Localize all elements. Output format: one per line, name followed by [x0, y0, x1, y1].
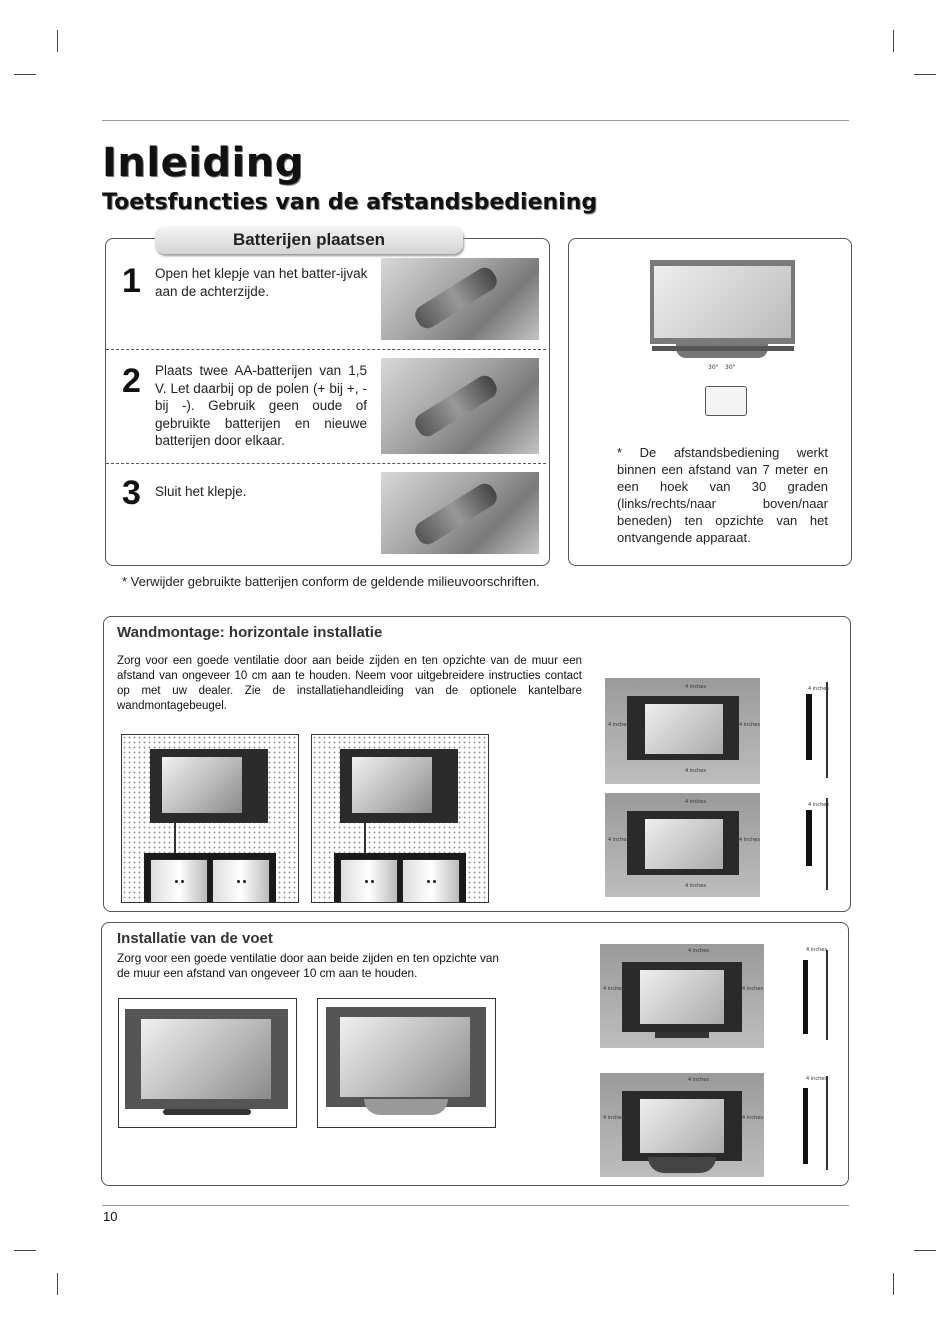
angle-right-label: 30° — [725, 364, 736, 371]
battery-photo-close — [381, 472, 539, 554]
battery-tab-label: Batterijen plaatsen — [155, 226, 463, 254]
stand-clearance-diagram-1: 4 inches 4 inches 4 inches — [600, 944, 764, 1048]
clearance-label-bottom: 4 inches — [685, 883, 706, 889]
battery-photo-insert — [381, 358, 539, 454]
top-rule — [102, 120, 849, 121]
wall-line — [826, 1076, 828, 1170]
step-divider — [106, 349, 546, 350]
page-subtitle: Toetsfuncties van de afstandsbediening — [102, 190, 598, 215]
bottom-rule — [102, 1205, 849, 1206]
battery-photo-open — [381, 258, 539, 340]
crop-mark — [914, 1250, 936, 1251]
stand-clearance-diagram-2: 4 inches 4 inches 4 inches — [600, 1073, 764, 1177]
wall-mount-scene-2 — [311, 734, 489, 903]
crop-mark — [14, 1250, 36, 1251]
clearance-label-left: 4 inches — [603, 1115, 624, 1121]
wall-line — [826, 798, 828, 890]
page-number: 10 — [103, 1209, 118, 1224]
wall-mount-scene-1 — [121, 734, 299, 903]
clearance-label-right: 4 inches — [742, 1115, 763, 1121]
stand-side-view-1 — [803, 960, 808, 1034]
clearance-label-top: 4 inches — [688, 1077, 709, 1083]
clearance-label-left: 4 inches — [608, 837, 629, 843]
crop-mark — [893, 1273, 894, 1295]
stand-title: Installatie van de voet — [117, 930, 273, 947]
stand-text: Zorg voor een goede ventilatie door aan … — [117, 951, 499, 980]
clearance-label-left: 4 inches — [603, 986, 624, 992]
side-clearance-label: 4 inches — [808, 686, 829, 692]
wall-mount-text: Zorg voor een goede ventilatie door aan … — [117, 655, 582, 712]
crop-mark — [57, 1273, 58, 1295]
step-divider — [106, 463, 546, 464]
step-text: Sluit het klepje. — [155, 484, 247, 499]
clearance-label-bottom: 4 inches — [685, 768, 706, 774]
step-text: Open het klepje van het batter-ijvak aan… — [155, 266, 368, 299]
crop-mark — [893, 30, 894, 52]
wall-clearance-diagram-2: 4 inches 4 inches 4 inches 4 inches — [605, 793, 760, 897]
clearance-label-right: 4 inches — [739, 837, 760, 843]
wall-clearance-diagram-1: 4 inches 4 inches 4 inches 4 inches — [605, 678, 760, 784]
wall-mount-title: Wandmontage: horizontale installatie — [117, 624, 383, 641]
crop-mark — [57, 30, 58, 52]
crop-mark — [14, 74, 36, 75]
side-clearance-label: 4 inches — [806, 947, 827, 953]
wall-line — [826, 950, 828, 1040]
crop-mark — [914, 74, 936, 75]
clearance-label-top: 4 inches — [685, 684, 706, 690]
clearance-label-top: 4 inches — [685, 799, 706, 805]
stand-photo-1 — [118, 998, 297, 1128]
remote-illustration — [705, 386, 747, 416]
page-title: Inleiding — [102, 140, 304, 186]
side-clearance-label: 4 inches — [806, 1076, 827, 1082]
wall-side-view-1 — [806, 694, 812, 760]
step-text: Plaats twee AA-batterijen van 1,5 V. Let… — [155, 363, 367, 448]
stand-photo-2 — [317, 998, 496, 1128]
battery-footnote: * Verwijder gebruikte batterijen conform… — [122, 574, 540, 589]
remote-range-note: * De afstandsbediening werkt binnen een … — [617, 445, 828, 545]
wall-side-view-2 — [806, 810, 812, 866]
side-clearance-label: 4 inches — [808, 802, 829, 808]
clearance-label-right: 4 inches — [742, 986, 763, 992]
clearance-label-top: 4 inches — [688, 948, 709, 954]
stand-side-view-2 — [803, 1088, 808, 1164]
tv-illustration — [650, 260, 795, 344]
clearance-label-left: 4 inches — [608, 722, 629, 728]
step-number: 2 — [122, 362, 141, 400]
step-number: 3 — [122, 474, 141, 512]
tv-base — [652, 346, 794, 351]
wall-line — [826, 682, 828, 778]
step-number: 1 — [122, 262, 141, 300]
angle-left-label: 30° — [708, 364, 719, 371]
clearance-label-right: 4 inches — [739, 722, 760, 728]
